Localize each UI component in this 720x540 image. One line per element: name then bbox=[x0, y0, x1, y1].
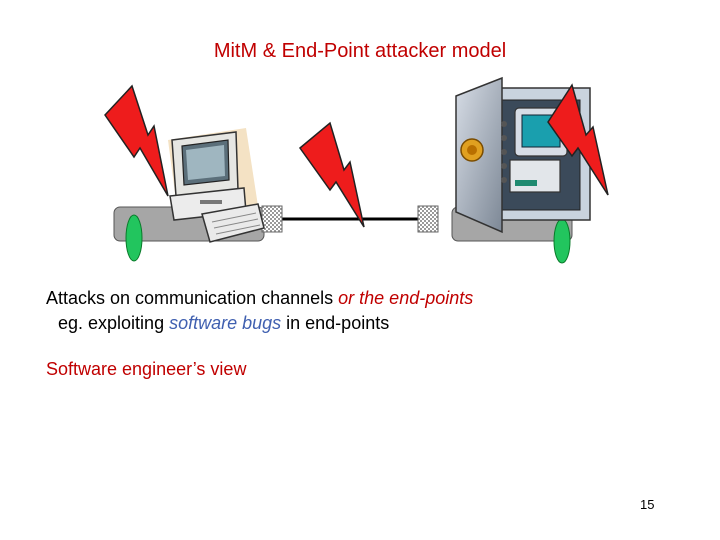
left-connector bbox=[261, 205, 283, 233]
right-connector bbox=[417, 205, 439, 233]
computer-icon bbox=[168, 128, 265, 243]
left-endpoint-marker bbox=[125, 214, 143, 262]
lightning-bolt-icon bbox=[104, 84, 169, 197]
attack-description-emphasis: or the end-points bbox=[338, 288, 474, 308]
lightning-bolt-icon bbox=[298, 121, 365, 228]
slide-title: MitM & End-Point attacker model bbox=[213, 40, 507, 62]
attack-description-plain: Attacks on communication channels bbox=[46, 288, 339, 308]
software-engineer-view-line: Software engineer’s view bbox=[46, 359, 247, 379]
attack-description-line: Attacks on communication channels or the… bbox=[46, 288, 473, 309]
example-line: eg. exploiting software bugs in end-poin… bbox=[58, 313, 389, 334]
page-number: 15 bbox=[640, 497, 655, 512]
example-emphasis: software bugs bbox=[169, 313, 282, 333]
safe-with-computer-icon bbox=[455, 76, 591, 234]
example-suffix: in end-points bbox=[281, 313, 390, 333]
right-endpoint-marker bbox=[553, 218, 571, 264]
example-prefix: eg. exploiting bbox=[58, 313, 170, 333]
lightning-bolt-icon bbox=[547, 83, 609, 196]
